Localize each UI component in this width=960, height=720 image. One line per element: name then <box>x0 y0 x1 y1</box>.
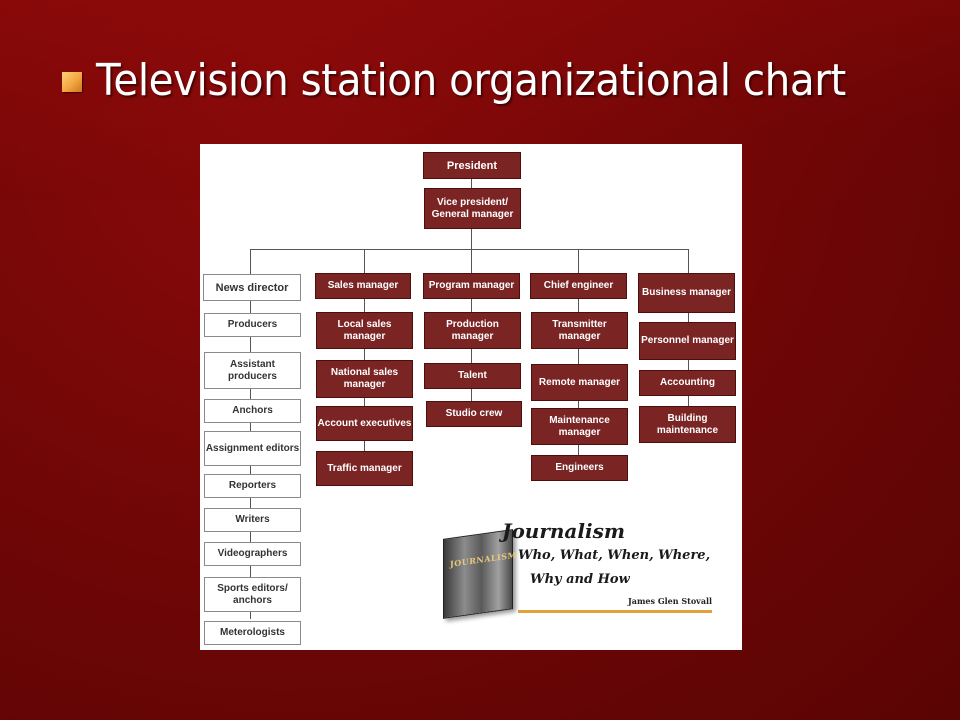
box-news-item: Reporters <box>204 474 301 498</box>
connector-president-vp <box>471 179 472 189</box>
bullet-square-icon <box>62 71 82 92</box>
connector-business <box>688 249 689 273</box>
box-news-item: Producers <box>204 313 301 337</box>
box-sales-item: Traffic manager <box>316 451 413 486</box>
book-subtitle-line-1: Who, What, When, Where, <box>518 548 711 563</box>
box-engineering-item: Maintenance manager <box>531 408 628 445</box>
book-subtitle-line-2: Why and How <box>530 572 630 587</box>
slide-title: Television station organizational chart <box>96 55 846 106</box>
box-engineering-item: Engineers <box>531 455 628 481</box>
book-divider-rule <box>518 610 712 613</box>
book-title: Journalism <box>502 519 625 543</box>
box-sales-item: Account executives <box>316 406 413 441</box>
box-program-item: Studio crew <box>426 401 522 427</box>
box-president: President <box>423 152 521 179</box>
book-cover-text: JOURNALISM <box>450 549 517 569</box>
box-program-item: Talent <box>424 363 521 389</box>
box-program-item: Production manager <box>424 312 521 349</box>
box-news-item: Sports editors/ anchors <box>204 577 301 612</box>
box-news-item: Writers <box>204 508 301 532</box>
box-engineering-item: Transmitter manager <box>531 312 628 349</box>
box-sales-item: National sales manager <box>316 360 413 398</box>
box-chief-engineer: Chief engineer <box>530 273 627 299</box>
box-news-item: Assignment editors <box>204 431 301 466</box>
box-news-item: Anchors <box>204 399 301 423</box>
box-news-item: Meterologists <box>204 621 301 645</box>
title-row: Television station organizational chart <box>62 55 911 106</box>
box-sales-manager: Sales manager <box>315 273 411 299</box>
box-vice-president: Vice president/ General manager <box>424 188 521 229</box>
box-business-manager: Business manager <box>638 273 735 313</box>
box-business-item: Personnel manager <box>639 322 736 360</box>
org-chart: President Vice president/ General manage… <box>200 144 742 650</box>
connector-vp-bus <box>471 228 472 250</box>
box-program-manager: Program manager <box>423 273 520 299</box>
book-author: James Glen Stovall <box>628 596 713 606</box>
box-engineering-item: Remote manager <box>531 364 628 401</box>
box-news-director: News director <box>203 274 301 301</box>
box-business-item: Accounting <box>639 370 736 396</box>
box-news-item: Assistant producers <box>204 352 301 389</box>
connector-horizontal-bus <box>250 249 689 250</box>
connector-engineering <box>578 249 579 273</box>
box-news-item: Videographers <box>204 542 301 566</box>
connector-sales <box>364 249 365 273</box>
box-sales-item: Local sales manager <box>316 312 413 349</box>
box-business-item: Building maintenance <box>639 406 736 443</box>
connector-program <box>471 249 472 273</box>
connector-news <box>250 249 251 274</box>
connector-program-column <box>471 299 472 401</box>
